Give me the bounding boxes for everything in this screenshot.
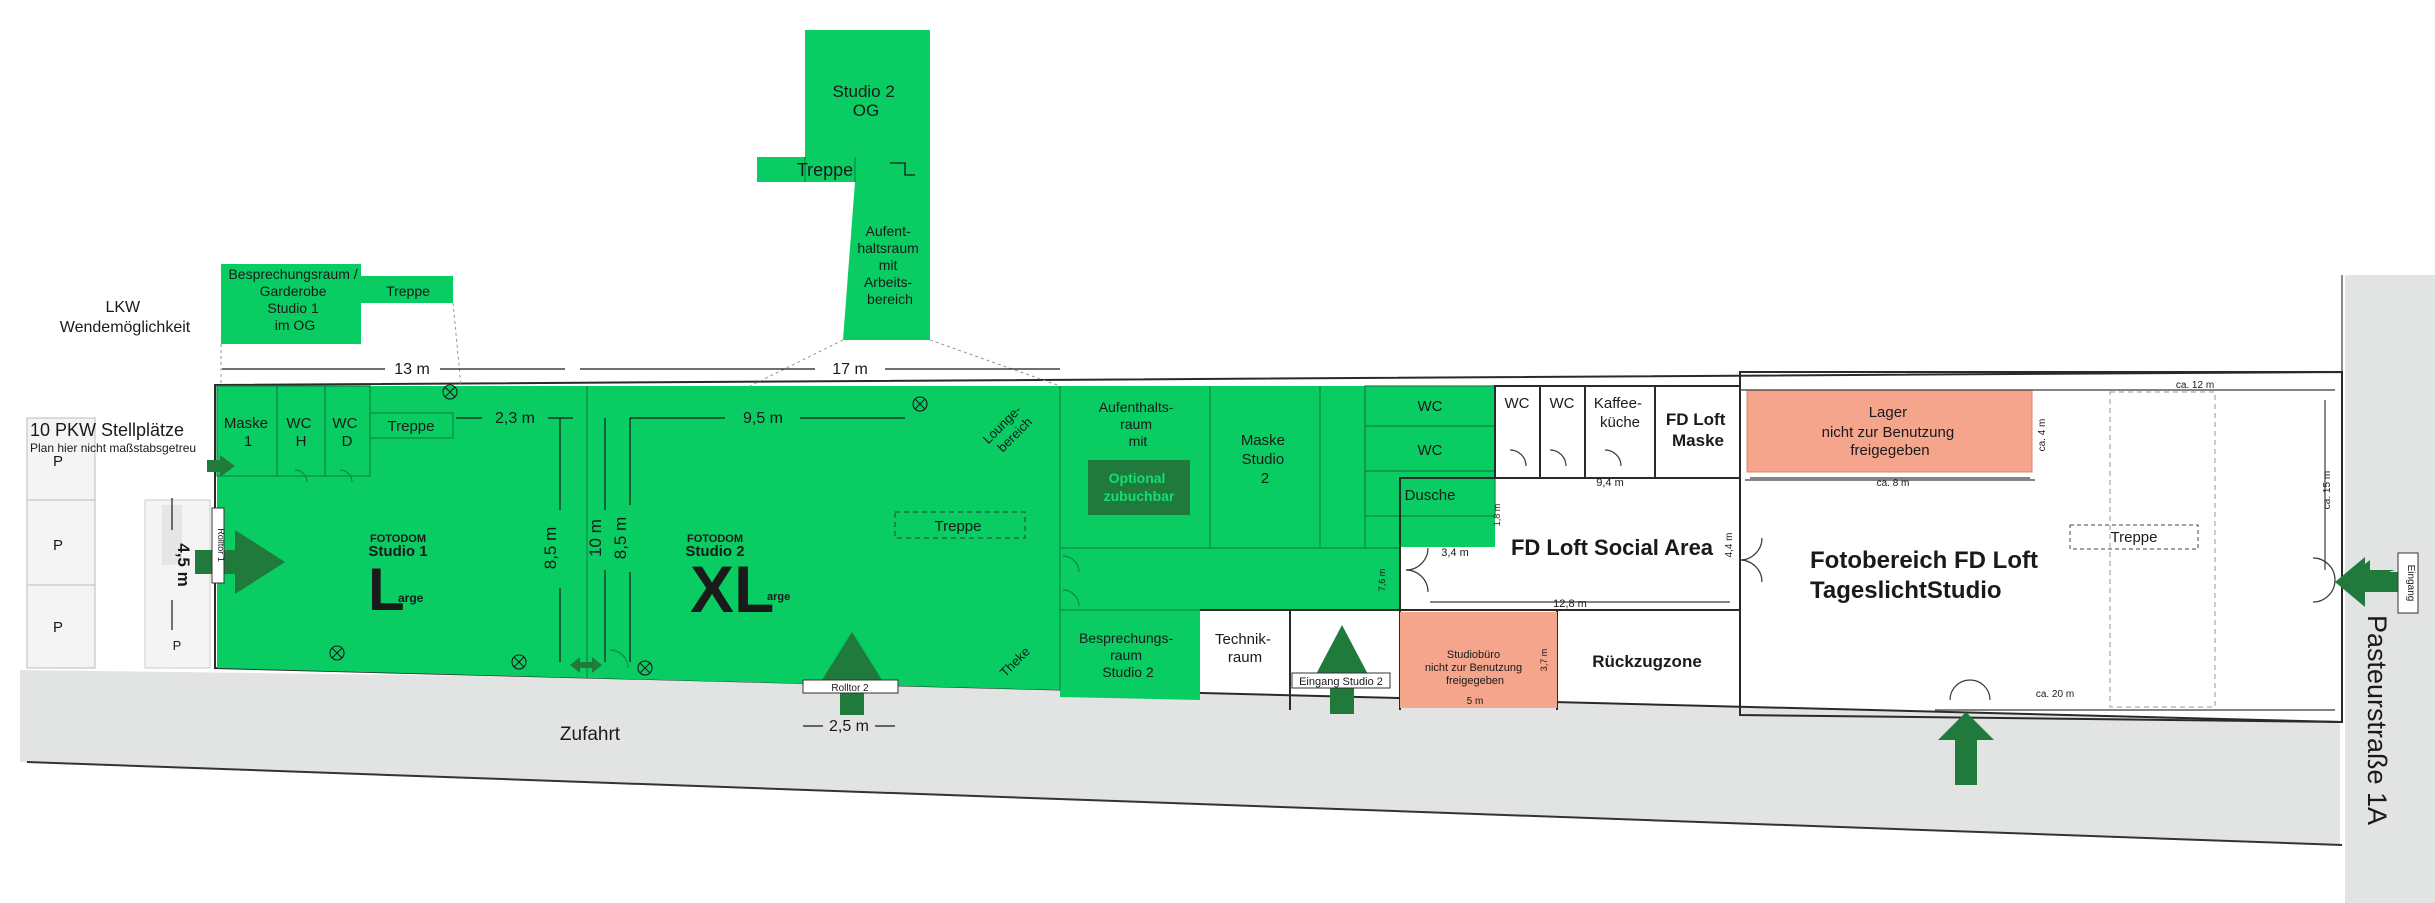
dim-10: 10 m: [586, 519, 605, 557]
dim-17: 17 m: [832, 361, 868, 378]
wc-white-2: WC: [1550, 395, 1575, 412]
dimension-lines: [171, 368, 1060, 727]
eingang-studio-2-label: Eingang Studio 2: [1299, 676, 1383, 688]
dim-3-4: 3,4 m: [1441, 547, 1469, 559]
rueckzugzone-label: Rückzugzone: [1592, 652, 1702, 671]
parking-p-3: P: [53, 619, 63, 636]
studio-1-area: [217, 386, 587, 678]
rolltor-2-label-box: [802, 679, 899, 694]
eingang-label-box: [2397, 552, 2419, 614]
dim-2-5: 2,5 m: [829, 718, 869, 735]
dim-ca-12: ca. 12 m: [2176, 380, 2214, 391]
dim-ca-15: ca. 15 m: [2322, 471, 2333, 509]
eingang-studio-2-label-box: [1291, 672, 1391, 689]
dim-8-5-b: 8,5 m: [611, 517, 630, 560]
besprechungsraum-og: [221, 264, 361, 344]
dim-ca-8: ca. 8 m: [1877, 478, 1910, 489]
eingang-label: Eingang: [2405, 565, 2416, 602]
rolltor-2-arrow: [822, 632, 882, 715]
dim-1-8: 1,8 m: [1492, 504, 1502, 527]
parking-area: [26, 417, 211, 669]
wc-green-2: WC: [1418, 442, 1443, 459]
dim-12-8: 12,8 m: [1553, 598, 1587, 610]
studio-1-name: Studio 1: [368, 543, 427, 560]
dim-8-5-a: 8,5 m: [541, 527, 560, 570]
studio-2-name: Studio 2: [685, 543, 744, 560]
light-fixtures: [329, 384, 928, 676]
rolltor-1-label-box: [211, 507, 225, 584]
access-road: [20, 670, 2340, 845]
treppe-studio-2-label: Treppe: [935, 518, 982, 535]
eingang-arrow: [2335, 557, 2405, 607]
street-name: Pasteurstraße 1A: [2362, 615, 2392, 825]
optional-zubuchbar-label: Optional zubuchbar: [1104, 470, 1175, 504]
lager-label: Lager nicht zur Benutzung freigegeben: [1822, 404, 1959, 459]
studio-1-big-letter: L: [368, 556, 405, 623]
studio-2-og-label: Studio 2 OG: [832, 82, 899, 120]
wc-h-label: WC H: [286, 415, 315, 450]
dim-3-7: 3,7 m: [1539, 649, 1549, 672]
maske-1-label: Maske 1: [224, 415, 272, 450]
rolltor-2-label: Rolltor 2: [831, 683, 869, 694]
treppe-og-2-label: Treppe: [797, 160, 853, 180]
kaffeekueche-label: Kaffee- küche: [1594, 395, 1646, 431]
studio-2-brand: FOTODOM: [687, 533, 743, 545]
fotobereich-label: Fotobereich FD Loft TageslichtStudio: [1810, 547, 2045, 604]
parking-p-2: P: [53, 537, 63, 554]
studio-2-small-text: arge: [767, 591, 790, 603]
aufenthaltsraum-og-label: Aufent- haltsraum mit Arbeits- bereich: [857, 223, 922, 307]
parking-title: 10 PKW Stellplätze: [30, 420, 184, 440]
studio-2-big-letters: XL: [690, 552, 774, 626]
technikraum-label: Technik- raum: [1215, 631, 1275, 666]
treppe-loft-label: Treppe: [2111, 529, 2158, 546]
fd-loft-maske-label: FD Loft Maske: [1666, 410, 1730, 450]
parking-note: Plan hier nicht maßstabsgetreu: [30, 441, 196, 455]
dim-5: 5 m: [1467, 696, 1484, 707]
optional-zubuchbar-badge: [1088, 460, 1190, 515]
studiobuero-room: [1400, 612, 1557, 708]
treppe-og-1-label: Treppe: [386, 283, 430, 299]
zufahrt-label: Zufahrt: [560, 724, 621, 745]
treppe-og-2: [757, 157, 930, 182]
dim-9-5: 9,5 m: [743, 410, 783, 427]
treppe-og-1: [361, 276, 453, 303]
main-entrance-arrow: [1938, 712, 1994, 785]
social-area-label: FD Loft Social Area: [1511, 535, 1714, 560]
dim-7-6: 7,6 m: [1377, 569, 1387, 592]
studio-2-og: [805, 30, 930, 160]
besprechungsraum-2-label: Besprechungs- raum Studio 2: [1079, 630, 1177, 680]
maske-2-label: Maske Studio 2: [1241, 432, 1289, 487]
aufenthaltsraum-og: [843, 182, 930, 340]
wc-d-label: WC D: [332, 415, 361, 450]
dusche-label: Dusche: [1405, 487, 1456, 504]
dim-ca-20: ca. 20 m: [2036, 689, 2074, 700]
parking-p-4: P: [173, 638, 182, 653]
aufenthaltsraum-2-label: Aufenthalts- raum mit: [1099, 399, 1178, 449]
studiobuero-label: Studiobüro nicht zur Benutzung freigegeb…: [1425, 649, 1525, 687]
studio-2-area: [587, 386, 1060, 690]
besprechungsraum-og-label: Besprechungsraum / Garderobe Studio 1 im…: [228, 266, 361, 333]
eingang-studio-2-arrow: [1313, 625, 1371, 714]
dim-13: 13 m: [394, 361, 430, 378]
dim-9-4: 9,4 m: [1596, 477, 1624, 489]
treppe-studio-1-label: Treppe: [388, 418, 435, 435]
parking-p-1: P: [53, 453, 63, 470]
dim-ca-4: ca. 4 m: [2037, 419, 2048, 452]
entrance-arrows: [195, 455, 2405, 785]
studio-1-small-text: arge: [398, 591, 424, 605]
lager-room: [1746, 389, 2033, 473]
wc-green-1: WC: [1418, 398, 1443, 415]
wc-white-1: WC: [1505, 395, 1530, 412]
dim-4-5: 4,5 m: [174, 543, 193, 586]
dim-4-4: 4,4 m: [1724, 532, 1735, 557]
rolltor-1-arrow: [195, 530, 285, 594]
studio-1-brand: FOTODOM: [370, 533, 426, 545]
rolltor-1-label: Rolltor 1: [216, 528, 226, 562]
lkw-label: LKW Wendemöglichkeit: [60, 299, 191, 336]
dim-2-3: 2,3 m: [495, 410, 535, 427]
